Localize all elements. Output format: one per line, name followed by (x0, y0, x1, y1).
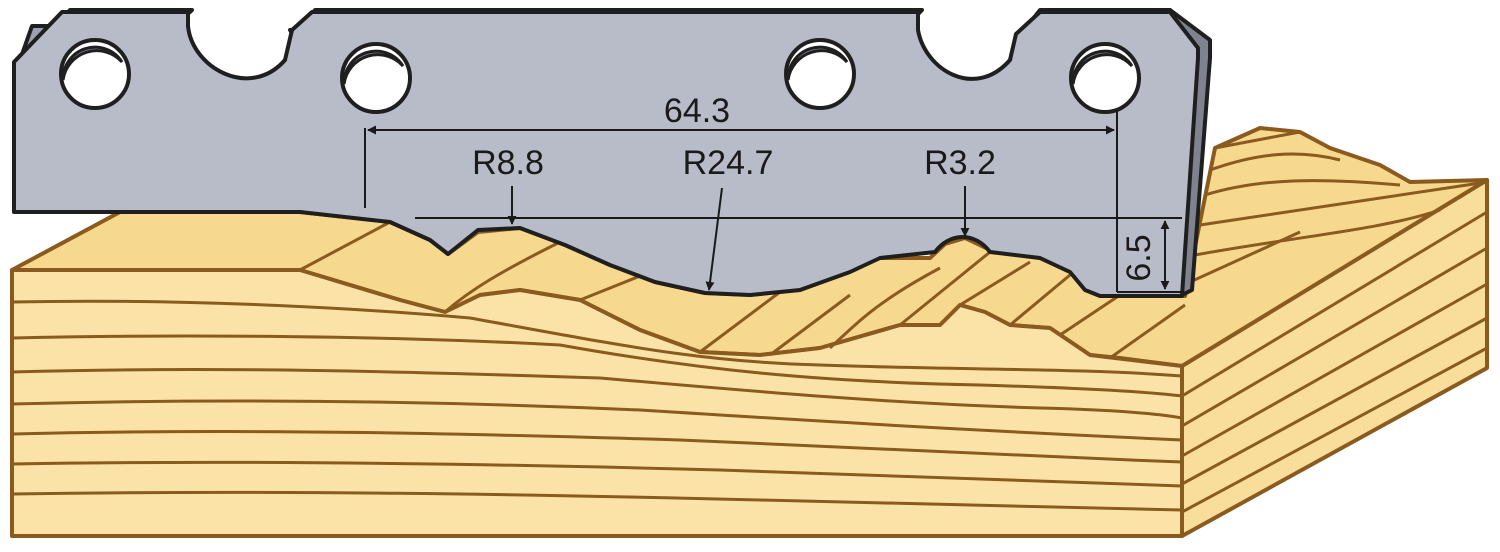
hole-3 (784, 38, 856, 110)
wood-grain-top (299, 130, 1488, 360)
radius-center-leader (705, 187, 723, 291)
dimension-labels: 64.3 R8.8 R24.7 R3.2 6.5 (472, 92, 1158, 282)
hole-4 (1069, 42, 1141, 114)
hole-2 (340, 42, 412, 114)
knife-holes (59, 38, 1141, 114)
radius-right-label: R3.2 (924, 144, 996, 182)
hole-1 (59, 38, 131, 110)
width-label: 64.3 (664, 92, 730, 130)
steel-knife (12, 8, 1212, 298)
wood-grain-side (1181, 210, 1488, 514)
depth-label: 6.5 (1120, 234, 1158, 281)
wood-workpiece (10, 126, 1489, 538)
radius-left-label: R8.8 (472, 144, 544, 182)
wood-grain-front (11, 299, 1183, 512)
radius-center-label: R24.7 (683, 144, 774, 182)
dimension-annotations (364, 110, 1182, 293)
knife-front-face (12, 10, 1200, 298)
